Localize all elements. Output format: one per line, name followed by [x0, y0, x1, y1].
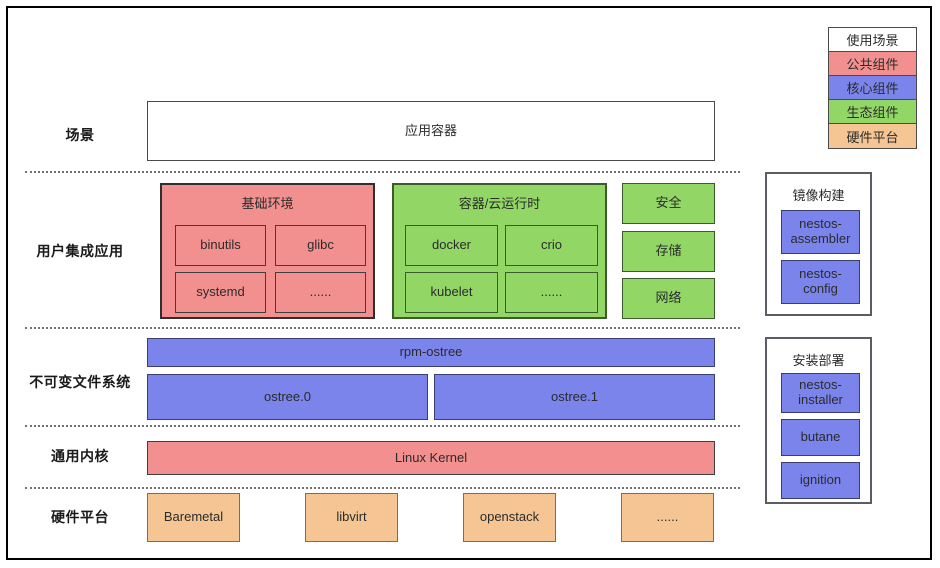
- platform-baremetal[interactable]: Baremetal: [147, 493, 240, 542]
- component-docker[interactable]: docker: [405, 225, 498, 266]
- platform-libvirt[interactable]: libvirt: [305, 493, 398, 542]
- platform-openstack[interactable]: openstack: [463, 493, 556, 542]
- component-ostree-1[interactable]: ostree.1: [434, 374, 715, 420]
- legend-item-core-components: 核心组件: [829, 76, 916, 100]
- component-runtime-more[interactable]: ......: [505, 272, 598, 313]
- row-label-hardware: 硬件平台: [51, 509, 109, 525]
- component-nestos-installer[interactable]: nestos- installer: [781, 373, 860, 413]
- divider-filesystem: [25, 425, 740, 427]
- legend-title: 使用场景: [829, 28, 916, 52]
- component-butane[interactable]: butane: [781, 419, 860, 456]
- component-rpm-ostree[interactable]: rpm-ostree: [147, 338, 715, 367]
- component-ostree-0[interactable]: ostree.0: [147, 374, 428, 420]
- component-binutils[interactable]: binutils: [175, 225, 266, 266]
- base-environment-group: 基础环境 binutils glibc systemd ......: [160, 183, 375, 319]
- platform-more[interactable]: ......: [621, 493, 714, 542]
- container-runtime-title: 容器/云运行时: [458, 196, 541, 211]
- scenario-app-container-box[interactable]: 应用容器: [147, 101, 715, 161]
- row-label-kernel: 通用内核: [51, 448, 109, 464]
- component-systemd[interactable]: systemd: [175, 272, 266, 313]
- panel-install-deploy: 安装部署 nestos- installer butane ignition: [765, 337, 872, 504]
- legend-item-public-components: 公共组件: [829, 52, 916, 76]
- row-label-user-apps: 用户集成应用: [36, 243, 124, 259]
- component-crio[interactable]: crio: [505, 225, 598, 266]
- component-kubelet[interactable]: kubelet: [405, 272, 498, 313]
- component-base-more[interactable]: ......: [275, 272, 366, 313]
- base-environment-title: 基础环境: [241, 196, 294, 211]
- component-security[interactable]: 安全: [622, 183, 715, 224]
- component-network[interactable]: 网络: [622, 278, 715, 319]
- component-ignition[interactable]: ignition: [781, 462, 860, 499]
- panel-image-build-title: 镜像构建: [792, 188, 845, 203]
- divider-user-apps: [25, 327, 740, 329]
- component-storage[interactable]: 存储: [622, 231, 715, 272]
- panel-install-deploy-title: 安装部署: [792, 353, 845, 368]
- divider-scenario: [25, 171, 740, 173]
- row-label-immutable-filesystem: 不可变文件系统: [29, 374, 131, 390]
- component-nestos-config[interactable]: nestos- config: [781, 260, 860, 304]
- component-glibc[interactable]: glibc: [275, 225, 366, 266]
- row-label-scenario: 场景: [65, 127, 95, 143]
- panel-image-build: 镜像构建 nestos- assembler nestos- config: [765, 172, 872, 316]
- divider-kernel: [25, 487, 740, 489]
- diagram-border: [6, 6, 932, 560]
- legend-item-hardware-platform: 硬件平台: [829, 124, 916, 148]
- component-nestos-assembler[interactable]: nestos- assembler: [781, 210, 860, 254]
- legend-item-ecosystem-components: 生态组件: [829, 100, 916, 124]
- legend: 使用场景 公共组件 核心组件 生态组件 硬件平台: [828, 27, 917, 149]
- component-linux-kernel[interactable]: Linux Kernel: [147, 441, 715, 475]
- container-runtime-group: 容器/云运行时 docker crio kubelet ......: [392, 183, 607, 319]
